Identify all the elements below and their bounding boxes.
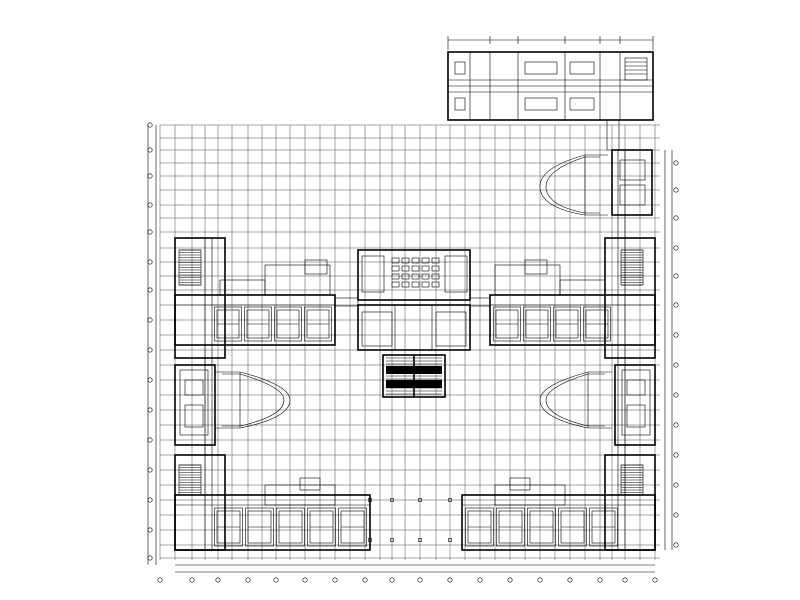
left-wing [174, 237, 644, 551]
annex-building [447, 36, 654, 151]
central-hall [334, 249, 491, 398]
right-axis-markers [673, 160, 679, 548]
column-markers [368, 498, 452, 542]
outer-dimensions [147, 125, 673, 573]
courtyard-arcs [215, 154, 612, 429]
bottom-axis-markers [157, 577, 658, 583]
right-wing [461, 149, 656, 551]
left-axis-markers [147, 122, 153, 561]
